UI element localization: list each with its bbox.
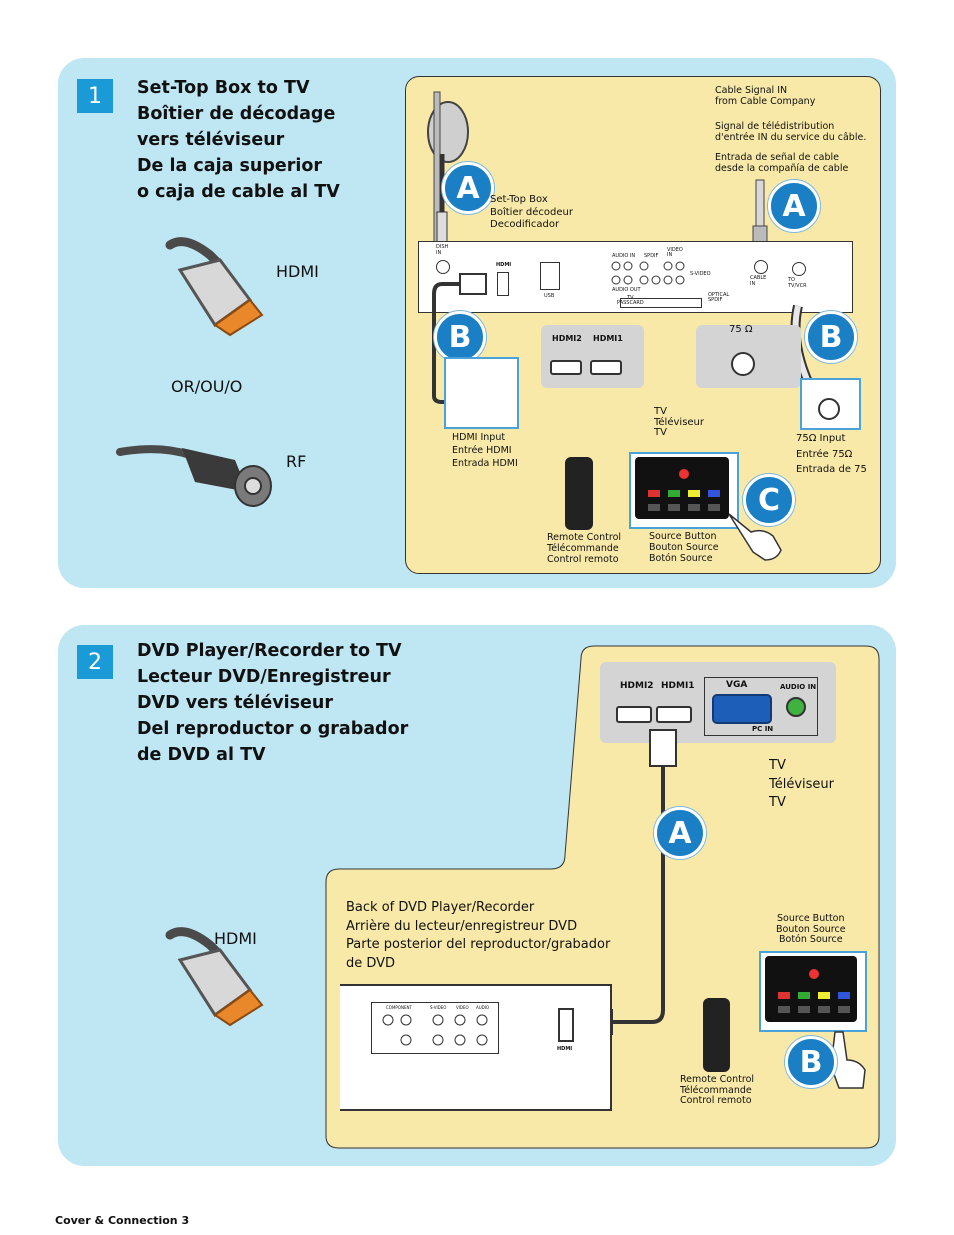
pc-in-label: PC IN <box>752 725 774 733</box>
usb-port <box>540 262 560 290</box>
svideo-label-2: S-VIDEO <box>430 1005 447 1010</box>
dvd-jacks <box>382 1014 488 1046</box>
satellite-dish-icon <box>427 91 469 253</box>
cable-in-port <box>754 260 768 274</box>
section-2-title: DVD Player/Recorder to TV Lecteur DVD/En… <box>137 641 409 765</box>
tv2-hdmi1-label: HDMI1 <box>661 681 695 691</box>
or-label: OR/OU/O <box>171 377 243 396</box>
hdmi-label-2: HDMI <box>214 929 257 948</box>
remote-control-1 <box>565 457 593 530</box>
badge-a-right: A <box>768 180 820 232</box>
hdmi-plug-icon <box>165 237 264 337</box>
dvd-hdmi-label: HDMI <box>557 1046 573 1052</box>
hdmi-plug-icon-2 <box>165 927 264 1027</box>
remote-label-1: Remote Control Télécommande Control remo… <box>547 532 622 565</box>
ohm75-label: 75 Ω <box>729 324 753 335</box>
dvd-hdmi-port <box>558 1008 574 1042</box>
dvd-back-label: Back of DVD Player/Recorder Arrière du l… <box>346 900 611 971</box>
audio-in-port <box>786 697 806 717</box>
to-tv-port <box>792 262 806 276</box>
badge-b-left: B <box>434 311 486 363</box>
step-number-2: 2 <box>77 645 113 679</box>
tv2-hdmi2-label: HDMI2 <box>620 681 654 691</box>
dish-in-port <box>436 260 450 274</box>
remote-label-2: Remote Control Télécommande Control remo… <box>680 1074 755 1106</box>
audio-out-label: AUDIO OUT <box>612 287 641 293</box>
tv-label-1: TV Téléviseur TV <box>654 406 704 438</box>
audio-label: AUDIO <box>476 1005 490 1010</box>
video-in-label: VIDEO IN <box>667 247 683 258</box>
badge-c: C <box>743 474 795 526</box>
rf-plug-icon <box>116 445 272 507</box>
pc-in-box <box>704 677 818 736</box>
spdif-label: SPDIF <box>644 253 659 259</box>
hdmi-port <box>497 272 509 296</box>
remote-control-2 <box>703 998 730 1072</box>
hand-pointer-icon <box>728 513 782 561</box>
vga-label: VGA <box>726 680 748 690</box>
badge-a-left: A <box>442 162 494 214</box>
cable-signal-es-text: Entrada de señal de cable desde la compa… <box>715 152 849 174</box>
cable-wire <box>752 179 768 247</box>
settop-box-label: Set-Top Box Boîtier décodeur Decodificad… <box>490 194 573 230</box>
source-label-2: Source Button Bouton Source Botón Source <box>776 913 846 945</box>
tv2-hdmi1-port <box>656 706 692 723</box>
hdmi-label: HDMI <box>276 262 319 281</box>
tv-hdmi1-port <box>590 360 622 375</box>
video-label: VIDEO <box>456 1005 469 1010</box>
tv-hdmi1-label: HDMI1 <box>593 334 623 343</box>
tv2-hdmi2-port <box>616 706 652 723</box>
settop-box-panel <box>418 241 853 313</box>
hdmi-input-zoom <box>444 357 519 429</box>
usb-label: USB <box>544 293 555 299</box>
cable-in-label: CABLE IN <box>750 275 767 287</box>
source-label-1: Source Button Bouton Source Botón Source <box>649 531 719 564</box>
audio-in-label: AUDIO IN <box>612 253 636 259</box>
cable-signal-text: Cable Signal IN from Cable Company <box>715 85 816 107</box>
rf-input-label: 75Ω Input Entrée 75Ω Entrada de 75 <box>796 433 867 475</box>
rf-input-port <box>818 398 840 420</box>
hdmi-input-label: HDMI Input Entrée HDMI Entrada HDMI <box>452 432 518 469</box>
tv-hdmi2-port <box>550 360 582 375</box>
rf-input-zoom <box>800 378 861 430</box>
tv-hdmi2-label: HDMI2 <box>552 334 582 343</box>
tv-hdmi-panel <box>541 325 644 388</box>
hand-pointer-icon-2 <box>830 1031 866 1089</box>
dvd-jack-panel <box>371 1002 499 1054</box>
cable-signal-fr-text: Signal de télédistribution d'entrée IN d… <box>715 121 867 143</box>
hdmi-port-label: HDMI <box>496 262 512 268</box>
badge-b-right: B <box>805 311 857 363</box>
svideo-label: S-VIDEO <box>690 271 711 277</box>
passcard-slot <box>620 298 702 308</box>
component-label: COMPONENT <box>386 1005 412 1010</box>
badge-b-2: B <box>785 1036 837 1088</box>
to-tv-label: TO TV/VCR <box>788 277 807 289</box>
badge-a-2: A <box>654 807 706 859</box>
audio-in-label-2: AUDIO IN <box>780 683 817 691</box>
section-1-title: Set-Top Box to TV Boîtier de décodage ve… <box>137 78 340 202</box>
tv-label-2: TV Téléviseur TV <box>769 758 834 810</box>
remote-buttons-1 <box>648 469 720 511</box>
rca-jacks <box>611 261 685 285</box>
remote-buttons-2 <box>778 969 850 1013</box>
footer-text: Cover & Connection 3 <box>55 1214 190 1227</box>
step-number-1: 1 <box>77 79 113 113</box>
vga-port <box>712 694 772 724</box>
optical-label: OPTICAL SPDIF <box>708 292 730 303</box>
rf-label: RF <box>286 452 307 471</box>
tv-rf-port <box>731 352 755 376</box>
dish-in-label: DISH IN <box>436 244 449 256</box>
dvd-back-panel <box>340 984 612 1111</box>
